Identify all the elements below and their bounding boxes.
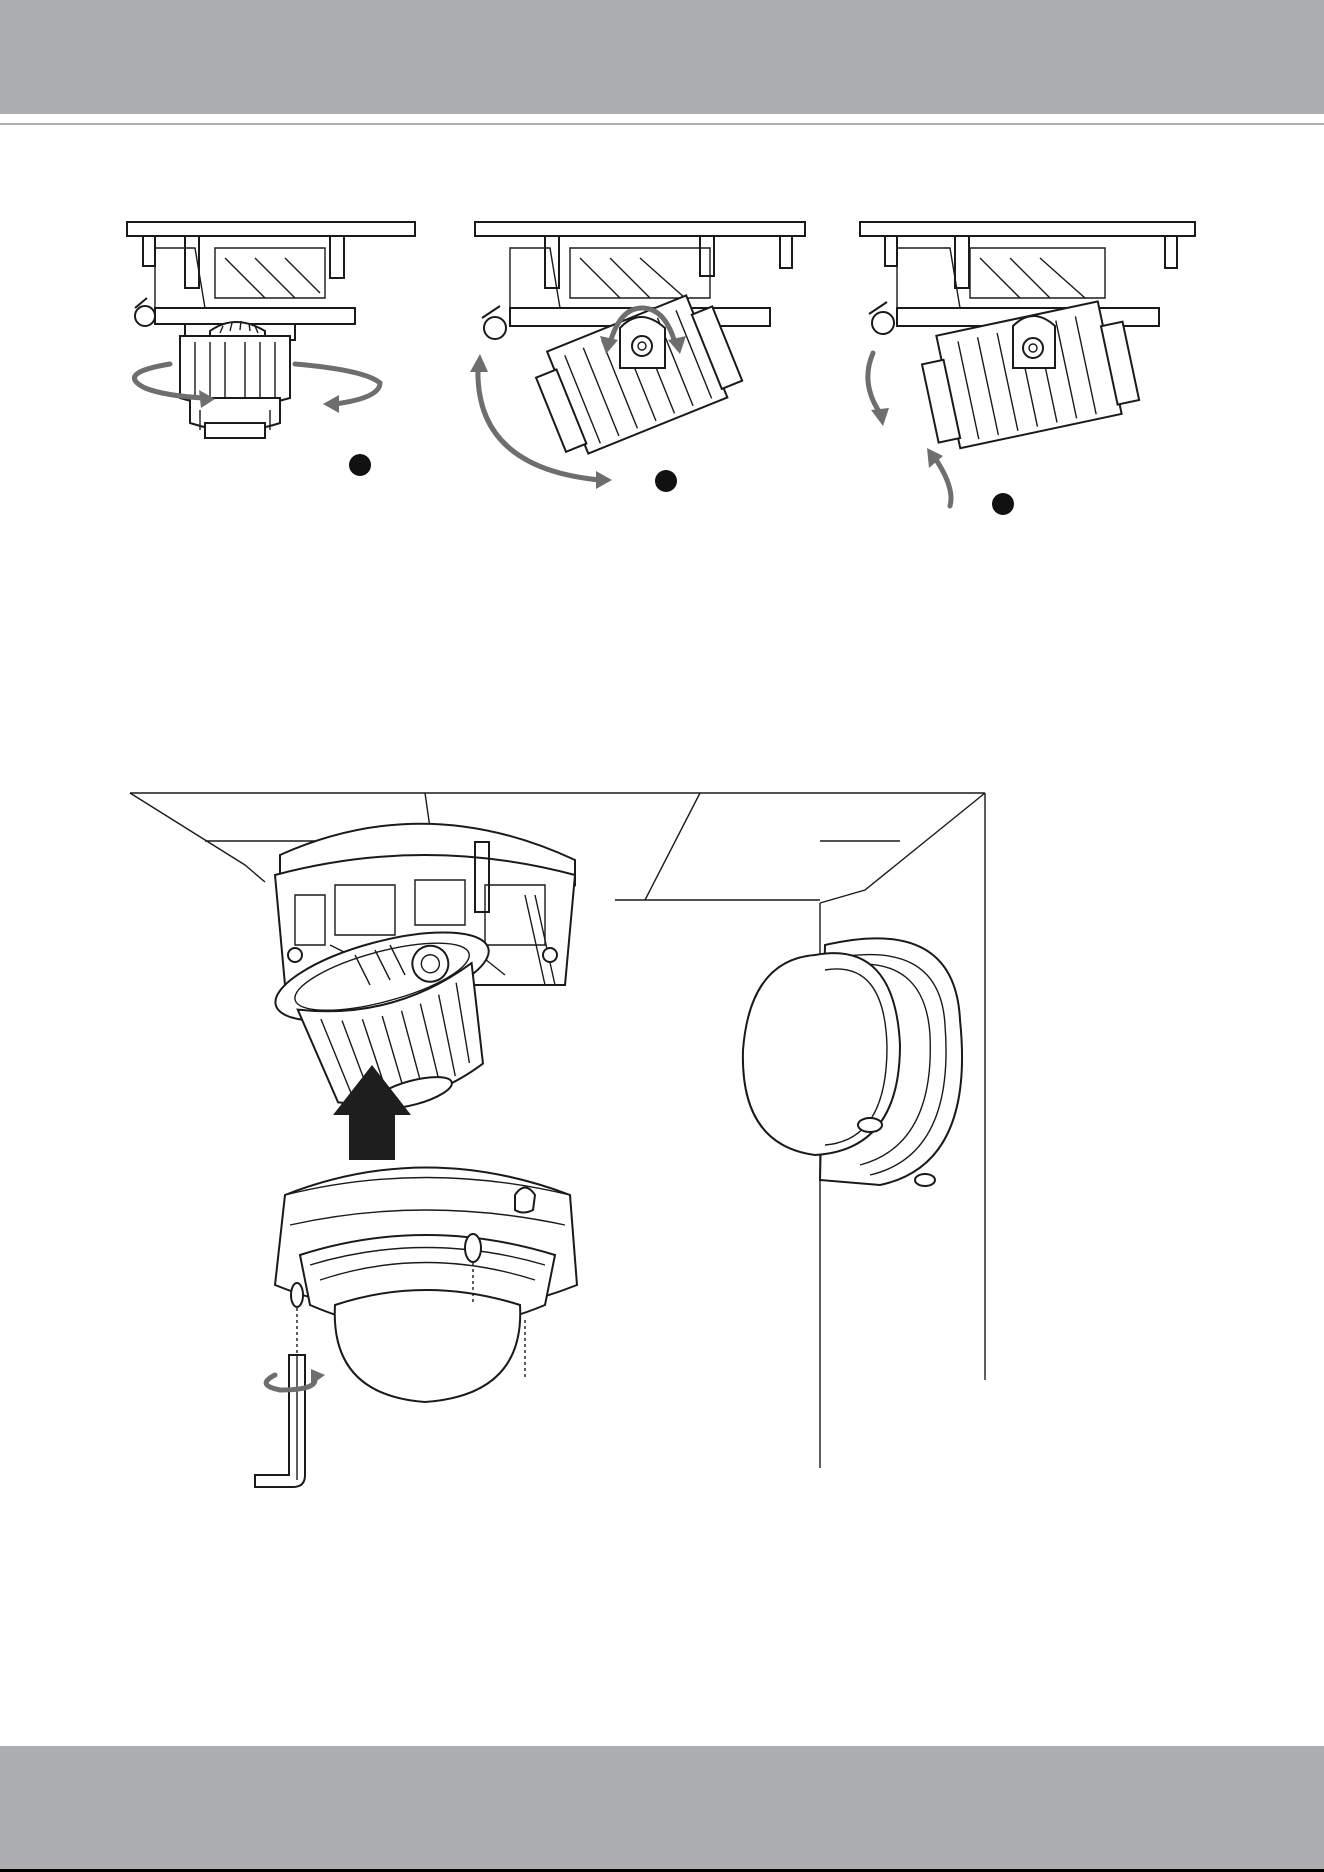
header-rule bbox=[0, 123, 1324, 125]
figure-adjust-pan bbox=[125, 218, 425, 478]
figure-adjust-tilt bbox=[470, 218, 810, 498]
step-marker-3 bbox=[992, 493, 1014, 515]
hex-key bbox=[255, 1355, 325, 1487]
header-band bbox=[0, 0, 1324, 114]
wall-mounted-dome bbox=[743, 938, 962, 1186]
step-marker-2 bbox=[655, 470, 677, 492]
figure-adjust-rotate bbox=[855, 218, 1200, 523]
step-marker-1 bbox=[349, 454, 371, 476]
camera-module bbox=[267, 824, 575, 1133]
dome-cover bbox=[275, 1168, 577, 1403]
footer-band bbox=[0, 1746, 1324, 1872]
figure-install-dome-cover bbox=[125, 785, 995, 1495]
